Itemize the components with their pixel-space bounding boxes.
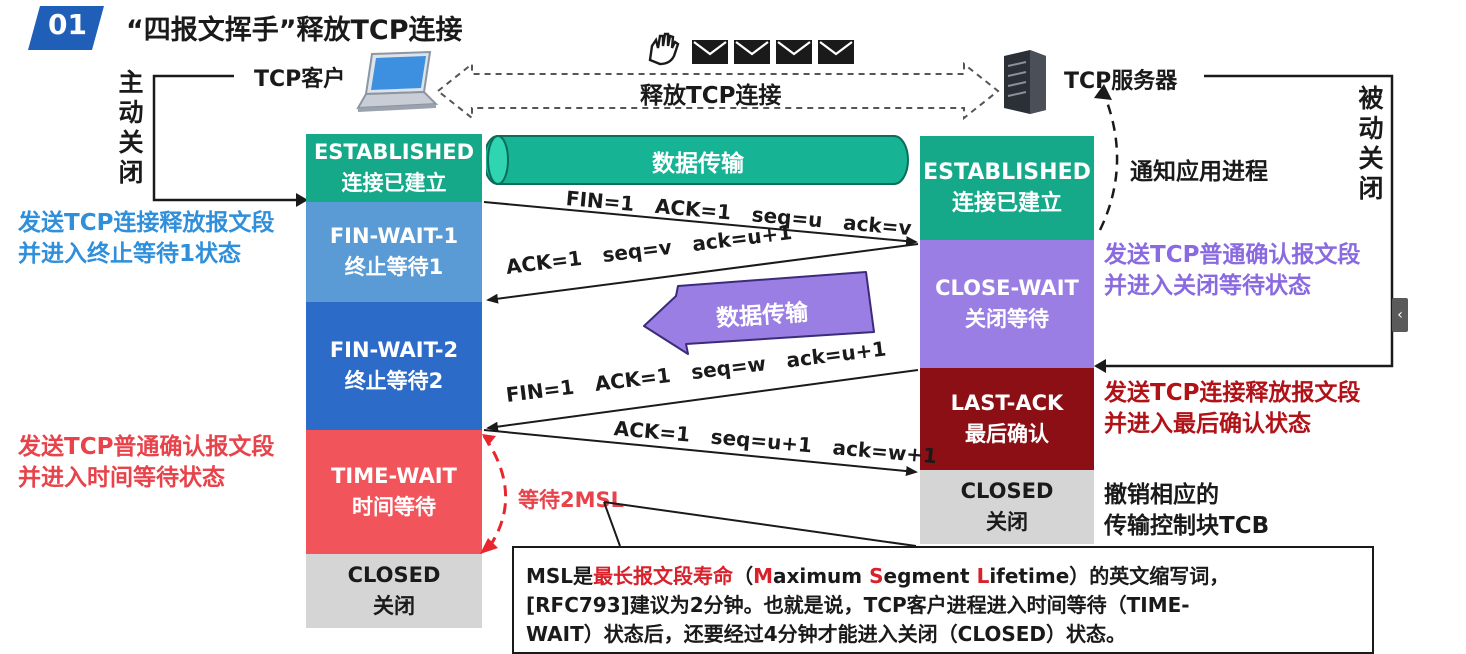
server-note-close-wait: 发送TCP普通确认报文段并进入关闭等待状态 <box>1104 242 1361 299</box>
section-badge <box>28 6 104 50</box>
laptop-icon <box>356 50 438 112</box>
collapse-panel-icon[interactable]: ‹ <box>1392 298 1408 332</box>
section-number: 01 <box>48 8 87 41</box>
data-transfer-cylinder <box>486 135 909 185</box>
msl-note-line-1: MSL是最长报文段寿命（Maximum Segment Lifetime）的英文… <box>526 564 1230 588</box>
server-note-last-ack: 发送TCP连接释放报文段并进入最后确认状态 <box>1104 380 1361 437</box>
notify-app-arrow <box>1094 84 1119 231</box>
ack1-arrow <box>486 243 919 304</box>
slide-title: “四报文挥手”释放TCP连接 <box>126 15 463 46</box>
server-note-closed: 撤销相应的传输控制块TCB <box>1104 482 1270 539</box>
server-icon <box>1004 50 1046 114</box>
ack2-arrow <box>483 429 918 477</box>
message-arrows <box>483 201 919 477</box>
client-label: TCP客户 <box>254 67 346 92</box>
client-bracket-arrow <box>152 74 308 207</box>
msl-note-line-3: WAIT）状态后，还要经过4分钟才能进入关闭（CLOSED）状态。 <box>526 622 1127 646</box>
fin1-arrow <box>483 201 918 247</box>
msl-note-line-2: [RFC793]建议为2分钟。也就是说，TCP客户进程进入时间等待（TIME- <box>526 593 1190 617</box>
right-margin <box>1410 0 1466 654</box>
server-label: TCP服务器 <box>1064 69 1178 94</box>
msl-callout-connector <box>603 501 917 547</box>
data-transfer-top-label: 数据传输 <box>652 151 744 177</box>
msl-note-box: MSL是最长报文段寿命（Maximum Segment Lifetime）的英文… <box>512 546 1374 654</box>
server-bracket-arrow <box>1094 74 1394 373</box>
notify-app-label: 通知应用进程 <box>1130 159 1268 185</box>
release-connection-label: 释放TCP连接 <box>640 83 782 109</box>
data-transfer-arrow <box>643 271 875 355</box>
active-close-label: 主 动 关 闭 <box>118 68 144 187</box>
passive-close-label: 被 动 关 闭 <box>1358 84 1384 203</box>
release-connection-arrow <box>436 61 1000 121</box>
slide: 01 “四报文挥手”释放TCP连接 <box>18 6 1408 654</box>
fin2-arrow <box>486 369 919 432</box>
client-note-fin-wait-1: 发送TCP连接释放报文段并进入终止等待1状态 <box>18 210 275 267</box>
hand-envelopes-icon <box>648 32 854 66</box>
wait-2msl-arrow <box>480 434 507 554</box>
client-note-time-wait: 发送TCP普通确认报文段并进入时间等待状态 <box>18 434 275 491</box>
